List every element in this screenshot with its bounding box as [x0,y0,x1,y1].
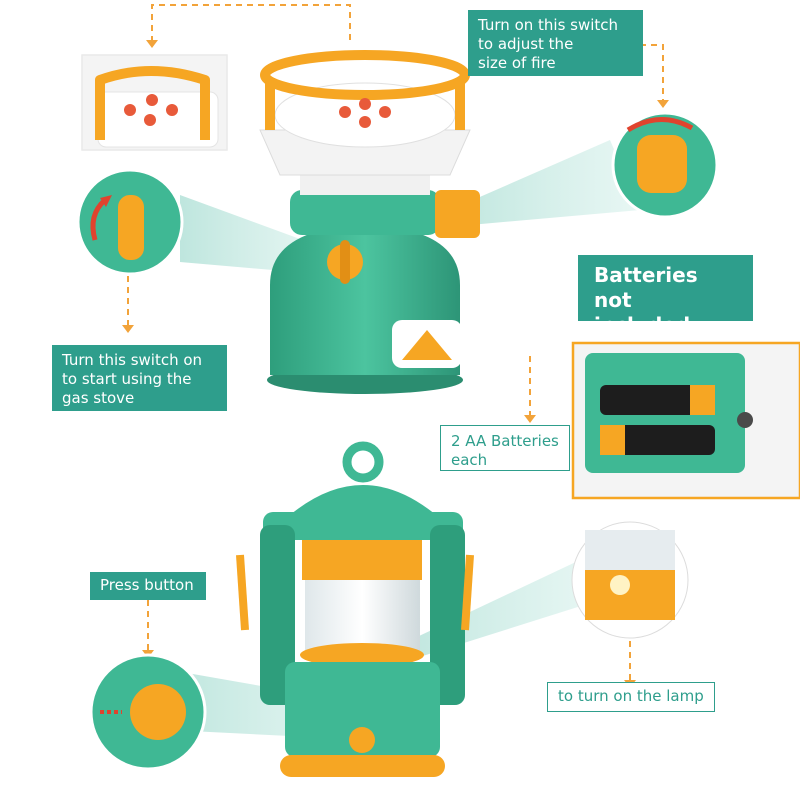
label-start-switch: Turn this switch on to start using the g… [52,345,227,411]
fire-switch-closeup [611,111,719,219]
battery-compartment [571,341,800,500]
gas-stove [259,50,480,394]
label-fire-switch: Turn on this switch to adjust the size o… [468,10,643,76]
label-turn-on-lamp: to turn on the lamp [547,682,715,712]
burner-closeup [81,54,228,151]
start-switch-closeup [76,168,184,276]
connector-lines [127,4,664,680]
beam-top-right [450,140,640,225]
lamp-closeup [571,521,689,639]
label-battery-count: 2 AA Batteries each [440,425,570,471]
label-batteries-not-included: Batteries not included [578,255,753,337]
lantern [236,441,474,777]
label-press-button: Press button [90,572,206,600]
press-button-closeup [89,653,207,771]
